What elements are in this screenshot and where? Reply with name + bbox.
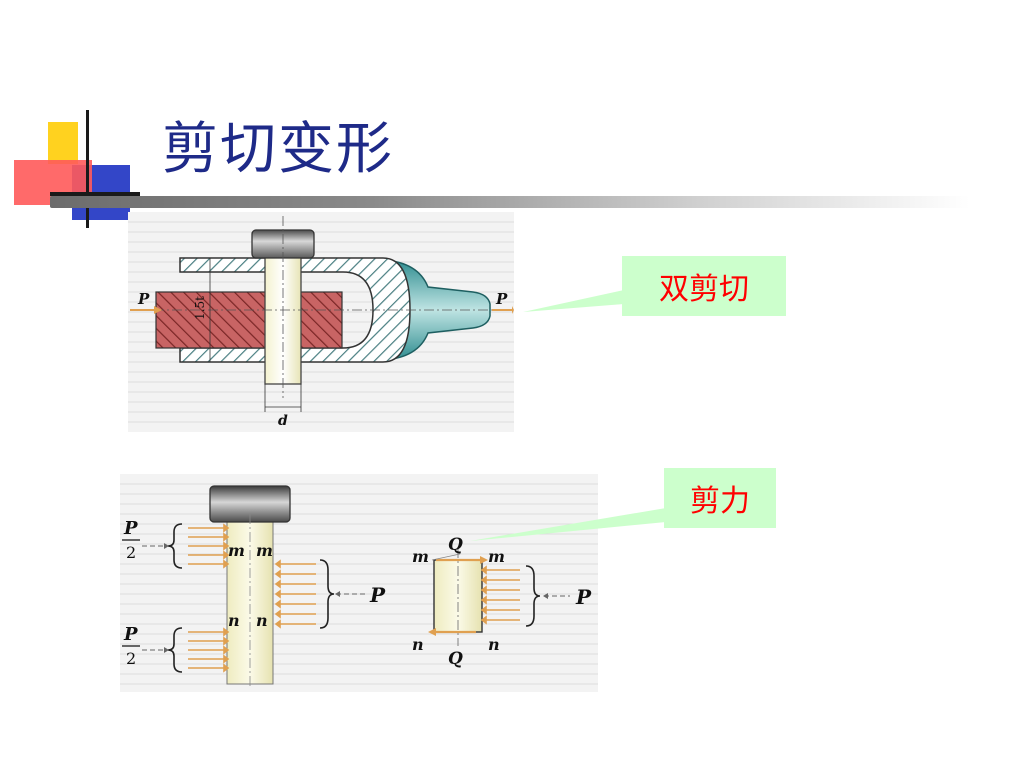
pin-diameter-label: d (278, 413, 288, 429)
section-total-force-label: P (575, 585, 592, 609)
section-m-free-left-label: m (412, 547, 429, 566)
section-n-left-label: n (228, 611, 240, 630)
shear-force-top-label: Q (448, 535, 463, 555)
callout-shear-force: 剪力 (664, 468, 776, 528)
title-divider (50, 196, 970, 208)
thickness-dimension-label: 1.5t (193, 296, 207, 320)
callout-double-shear: 双剪切 (622, 256, 786, 316)
slide-title: 剪切变形 (162, 117, 394, 182)
half-force-bottom-numerator: P (123, 624, 138, 645)
shear-force-figure: P 2 P 2 P m m n n P Q m m Q n n (120, 474, 598, 692)
double-shear-figure: 1.5t d P P (128, 212, 514, 432)
section-n-right-label: n (256, 611, 268, 630)
half-force-top-denominator: 2 (126, 543, 136, 562)
force-left-label: P (137, 290, 150, 308)
section-m-free-right-label: m (488, 547, 505, 566)
half-force-top-numerator: P (123, 518, 138, 539)
section-n-free-right-label: n (488, 635, 500, 654)
section-n-free-left-label: n (412, 635, 424, 654)
shear-force-bottom-label: Q (448, 649, 463, 669)
force-right-label: P (495, 290, 508, 308)
section-m-right-label: m (256, 541, 273, 560)
section-m-left-label: m (228, 541, 245, 560)
total-force-label: P (369, 583, 386, 607)
half-force-bottom-denominator: 2 (126, 649, 136, 668)
